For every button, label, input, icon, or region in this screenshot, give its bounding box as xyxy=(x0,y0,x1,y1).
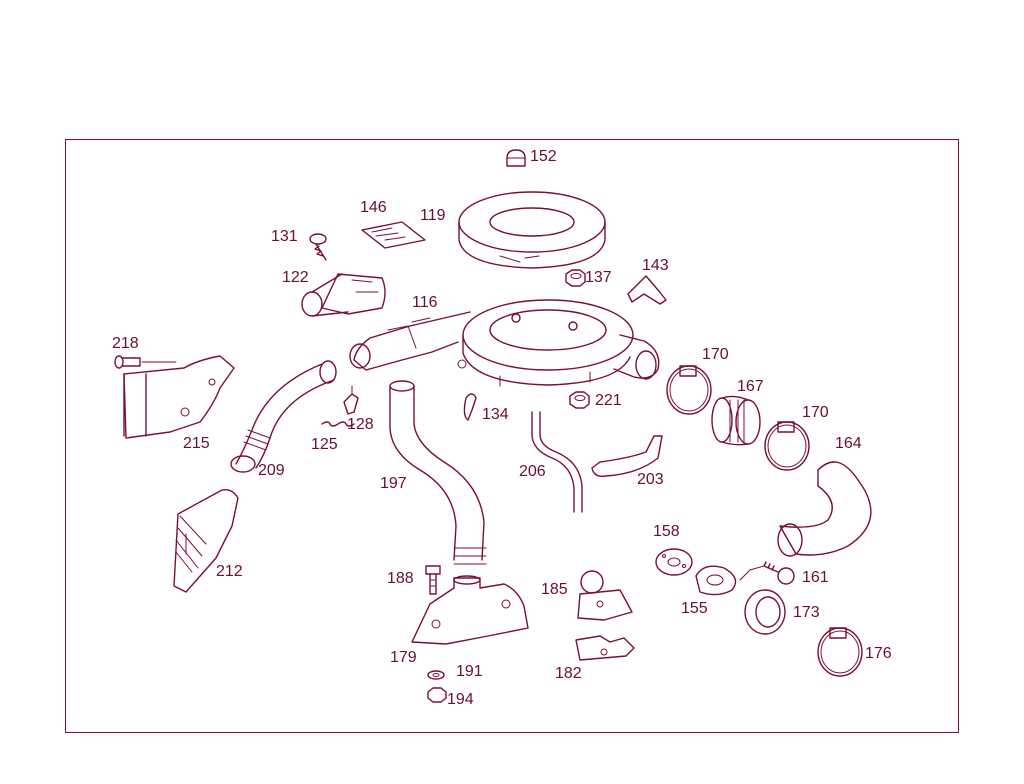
label-146: 146 xyxy=(360,199,387,216)
label-167: 167 xyxy=(737,378,764,395)
label-134: 134 xyxy=(482,406,509,423)
part-116-air-cleaner-housing[interactable] xyxy=(349,299,660,387)
label-182: 182 xyxy=(555,665,582,682)
part-131-screw[interactable] xyxy=(309,233,327,261)
label-128: 128 xyxy=(347,416,374,433)
part-119-air-filter[interactable] xyxy=(458,191,606,269)
label-170-upper: 170 xyxy=(702,346,729,363)
part-179-mount[interactable] xyxy=(411,575,529,645)
label-203: 203 xyxy=(637,471,664,488)
part-185-bracket[interactable] xyxy=(577,570,633,621)
part-188-bolt[interactable] xyxy=(425,565,441,595)
label-119: 119 xyxy=(420,207,446,224)
part-215-bracket[interactable] xyxy=(123,355,235,439)
label-125: 125 xyxy=(311,436,338,453)
part-173-ring[interactable] xyxy=(744,589,786,635)
label-206: 206 xyxy=(519,463,546,480)
part-182-plate[interactable] xyxy=(575,635,635,661)
label-212: 212 xyxy=(216,563,243,580)
part-143-clip[interactable] xyxy=(627,275,667,305)
part-164-elbow[interactable] xyxy=(777,461,872,557)
part-197-hose[interactable] xyxy=(389,380,487,565)
label-173: 173 xyxy=(793,604,820,621)
label-116: 116 xyxy=(412,294,438,311)
part-176-clamp[interactable] xyxy=(817,627,863,677)
label-155: 155 xyxy=(681,600,708,617)
part-146-plate[interactable] xyxy=(361,221,426,249)
label-221: 221 xyxy=(595,392,622,409)
label-152: 152 xyxy=(530,148,557,165)
part-212-bracket[interactable] xyxy=(173,488,239,593)
part-128-sensor[interactable] xyxy=(343,385,359,415)
part-218-pin[interactable] xyxy=(114,355,177,369)
label-197: 197 xyxy=(380,475,407,492)
part-194-nut[interactable] xyxy=(427,687,447,703)
label-176: 176 xyxy=(865,645,892,662)
part-170-clamp-lower[interactable] xyxy=(764,421,810,471)
part-155-flange[interactable] xyxy=(695,565,737,596)
label-137: 137 xyxy=(585,269,612,286)
label-122: 122 xyxy=(282,269,309,286)
part-161-screw[interactable] xyxy=(739,561,795,585)
part-158-gasket[interactable] xyxy=(655,548,693,576)
label-215: 215 xyxy=(183,435,210,452)
label-194: 194 xyxy=(447,691,474,708)
label-170-lower: 170 xyxy=(802,404,829,421)
part-122-intake-duct[interactable] xyxy=(301,273,386,317)
part-203-hose[interactable] xyxy=(591,435,663,478)
label-179: 179 xyxy=(390,649,417,666)
label-218: 218 xyxy=(112,335,139,352)
label-143: 143 xyxy=(642,257,669,274)
part-152-cap[interactable] xyxy=(506,149,526,167)
part-206-tube[interactable] xyxy=(531,411,583,513)
label-185: 185 xyxy=(541,581,568,598)
part-134-clip[interactable] xyxy=(463,393,477,421)
part-125-spring[interactable] xyxy=(321,421,355,427)
part-170-clamp-upper[interactable] xyxy=(666,365,712,415)
label-188: 188 xyxy=(387,570,414,587)
label-209: 209 xyxy=(258,462,285,479)
label-191: 191 xyxy=(456,663,483,680)
part-137-nut[interactable] xyxy=(565,269,586,287)
label-131: 131 xyxy=(271,228,298,245)
part-191-washer[interactable] xyxy=(427,670,445,680)
part-167-bellows[interactable] xyxy=(711,395,761,446)
label-161: 161 xyxy=(802,569,829,586)
part-209-hose[interactable] xyxy=(230,360,337,473)
part-221-nut[interactable] xyxy=(569,391,590,409)
diagram-frame xyxy=(65,139,959,733)
label-158: 158 xyxy=(653,523,680,540)
label-164: 164 xyxy=(835,435,862,452)
